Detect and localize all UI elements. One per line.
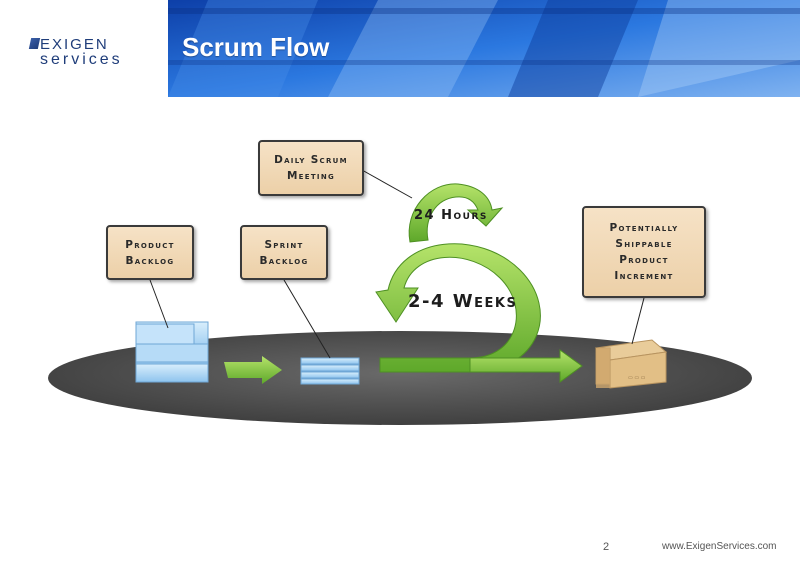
logo-text-bottom: services [40,51,123,68]
sprint-loop-arrow [375,243,583,383]
sprint-backlog-label: Sprint Backlog [240,225,328,280]
leader-sprint [283,279,331,359]
platform-ellipse [48,331,752,425]
product-backlog-label: Product Backlog [106,225,194,280]
increment-label: Potentially Shippable Product Increment [582,206,706,298]
arrow-backlog-to-sprint [224,356,282,384]
daily-scrum-label: Daily Scrum Meeting [258,140,364,196]
logo-mark-icon [28,38,41,49]
shippable-box: ▭ ▭ ▭ [594,339,668,389]
weeks-label: 2-4 Weeks [408,291,518,312]
leader-daily [361,169,413,199]
page-title: Scrum Flow [182,32,330,62]
header-banner-graphic [168,0,800,97]
scrum-flow-diagram: ▭ ▭ ▭ Daily Scrum Meeting Product Backlo… [0,100,800,460]
logo-text-top: EXIGEN [40,36,109,53]
page-number: 2 [603,541,610,553]
sprint-backlog-stack [300,357,360,385]
exigen-logo: EXIGEN services [28,36,150,76]
leader-product [149,279,169,329]
header-banner [168,0,800,97]
footer-url: www.ExigenServices.com [662,541,777,552]
leader-increment [631,297,645,345]
hours-label: 24 Hours [414,208,488,223]
svg-text:▭ ▭ ▭: ▭ ▭ ▭ [628,375,646,381]
product-backlog-blocks [135,321,209,383]
diagram-graphic: ▭ ▭ ▭ [48,169,752,425]
daily-loop-arrow [408,183,504,243]
